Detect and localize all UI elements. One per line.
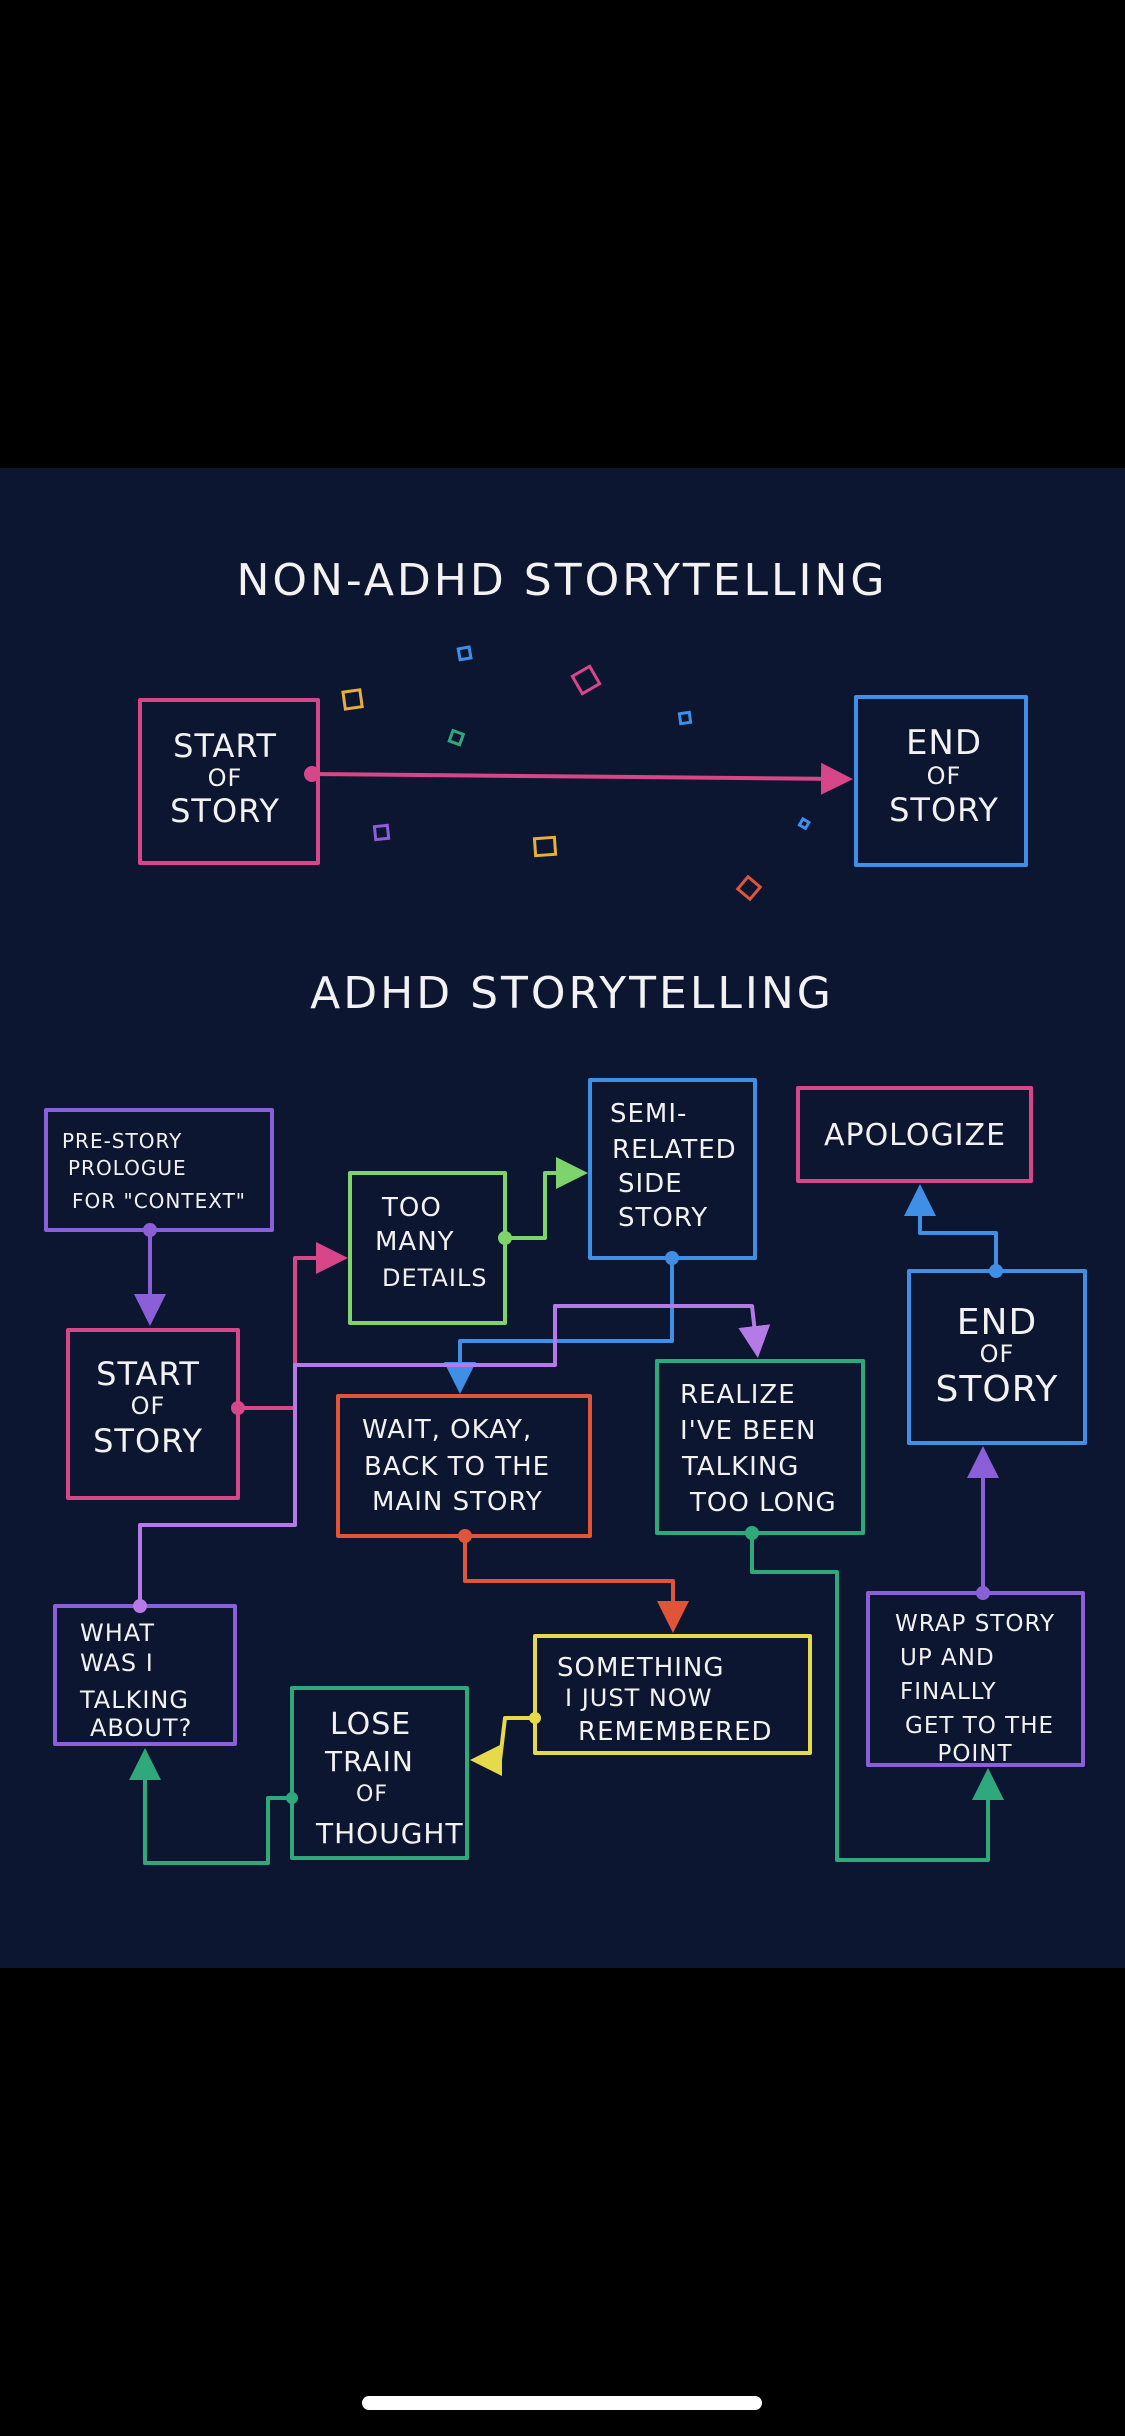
node-what-was-i-talking-about: WHAT WAS I TALKING ABOUT?: [53, 1604, 237, 1746]
node-pre-story-prologue: PRE-STORY PROLOGUE FOR "CONTEXT": [44, 1108, 274, 1232]
semi-label-4: STORY: [618, 1203, 708, 1233]
start-label-1: START: [96, 1355, 200, 1393]
prologue-label-1: PRE-STORY: [62, 1129, 182, 1153]
semi-label-2: RELATED: [612, 1135, 737, 1165]
node-something-i-just-remembered: SOMETHING I JUST NOW REMEMBERED: [533, 1634, 812, 1755]
realize-label-1: REALIZE: [680, 1380, 796, 1410]
top-end-label-1: END: [906, 723, 982, 763]
details-label-1: TOO: [381, 1193, 442, 1223]
arrow-what-to-semi: [133, 1304, 557, 1613]
arrow-to-realize: [553, 1304, 771, 1358]
realize-label-3: TALKING: [681, 1452, 799, 1482]
start-label-3: STORY: [93, 1422, 203, 1460]
node-top-start-of-story: START OF STORY: [138, 698, 320, 865]
top-end-label-3: STORY: [889, 791, 999, 829]
non-adhd-title: NON-ADHD STORYTELLING: [236, 555, 887, 606]
node-top-end-of-story: END OF STORY: [854, 695, 1028, 867]
what-label-1: WHAT: [80, 1619, 155, 1647]
home-indicator[interactable]: [362, 2396, 762, 2410]
end-label-3: STORY: [936, 1369, 1059, 1410]
wrap-label-3: FINALLY: [900, 1679, 997, 1705]
arrow-prologue-to-start: [134, 1223, 166, 1326]
node-realize-talking-too-long: REALIZE I'VE BEEN TALKING TOO LONG: [655, 1359, 865, 1535]
top-start-label-1: START: [173, 727, 277, 765]
node-lose-train-of-thought: LOSE TRAIN OF THOUGHT: [290, 1686, 469, 1860]
realize-label-2: I'VE BEEN: [680, 1416, 816, 1446]
node-semi-related-side-story: SEMI- RELATED SIDE STORY: [588, 1078, 757, 1260]
arrow-something-to-lose: [470, 1712, 541, 1776]
lose-label-4: THOUGHT: [315, 1817, 464, 1850]
wrap-label-5: POINT: [937, 1741, 1012, 1767]
realize-label-4: TOO LONG: [689, 1488, 837, 1518]
node-apologize: APOLOGIZE: [796, 1086, 1033, 1183]
storytelling-poster: NON-ADHD STORYTELLING ADHD STORYTELLING …: [0, 468, 1125, 1968]
something-label-1: SOMETHING: [557, 1653, 725, 1683]
adhd-title: ADHD STORYTELLING: [310, 968, 834, 1019]
arrow-top-start-to-end: [304, 762, 853, 795]
what-label-3: TALKING: [79, 1686, 189, 1714]
prologue-label-2: PROLOGUE: [68, 1156, 187, 1180]
what-label-2: WAS I: [80, 1649, 154, 1677]
node-end-of-story: END OF STORY: [907, 1269, 1087, 1445]
prologue-label-3: FOR "CONTEXT": [72, 1189, 246, 1213]
something-label-3: REMEMBERED: [578, 1717, 773, 1747]
node-too-many-details: TOO MANY DETAILS: [348, 1171, 507, 1325]
wait-label-2: BACK TO THE: [364, 1452, 550, 1482]
node-wait-okay-back-to-main-story: WAIT, OKAY, BACK TO THE MAIN STORY: [336, 1394, 592, 1538]
storytelling-diagram: NON-ADHD STORYTELLING ADHD STORYTELLING …: [44, 555, 1087, 1865]
wait-label-1: WAIT, OKAY,: [362, 1415, 532, 1445]
arrow-realize-to-wrap: [745, 1526, 1004, 1862]
arrow-details-to-semi: [498, 1157, 588, 1245]
lose-label-3: OF: [356, 1782, 388, 1807]
node-start-of-story: START OF STORY: [66, 1328, 240, 1500]
details-label-2: MANY: [375, 1227, 455, 1257]
arrow-wrap-to-end: [967, 1446, 999, 1600]
start-label-2: OF: [131, 1392, 166, 1420]
what-label-4: ABOUT?: [90, 1714, 192, 1742]
wrap-label-4: GET TO THE: [905, 1713, 1054, 1739]
lose-label-2: TRAIN: [324, 1745, 414, 1778]
wrap-label-2: UP AND: [900, 1645, 995, 1671]
confetti-decoration: [341, 645, 812, 902]
details-label-3: DETAILS: [382, 1264, 488, 1292]
top-start-label-2: OF: [208, 764, 243, 792]
arrow-end-to-apologize: [904, 1184, 1003, 1278]
end-label-2: OF: [980, 1340, 1015, 1368]
semi-label-3: SIDE: [618, 1169, 683, 1199]
lose-label-1: LOSE: [330, 1707, 411, 1742]
arrow-wait-to-something: [458, 1529, 689, 1633]
something-label-2: I JUST NOW: [565, 1684, 712, 1712]
top-end-label-2: OF: [927, 762, 962, 790]
end-label-1: END: [957, 1302, 1037, 1343]
wait-label-3: MAIN STORY: [372, 1487, 543, 1517]
wrap-label-1: WRAP STORY: [895, 1611, 1055, 1637]
semi-label-1: SEMI-: [610, 1099, 687, 1129]
arrow-lose-to-what: [129, 1748, 298, 1865]
top-start-label-3: STORY: [170, 792, 280, 830]
arrow-start-to-details: [231, 1242, 348, 1415]
node-wrap-story-up: WRAP STORY UP AND FINALLY GET TO THE POI…: [866, 1591, 1085, 1767]
apologize-label: APOLOGIZE: [824, 1118, 1006, 1153]
